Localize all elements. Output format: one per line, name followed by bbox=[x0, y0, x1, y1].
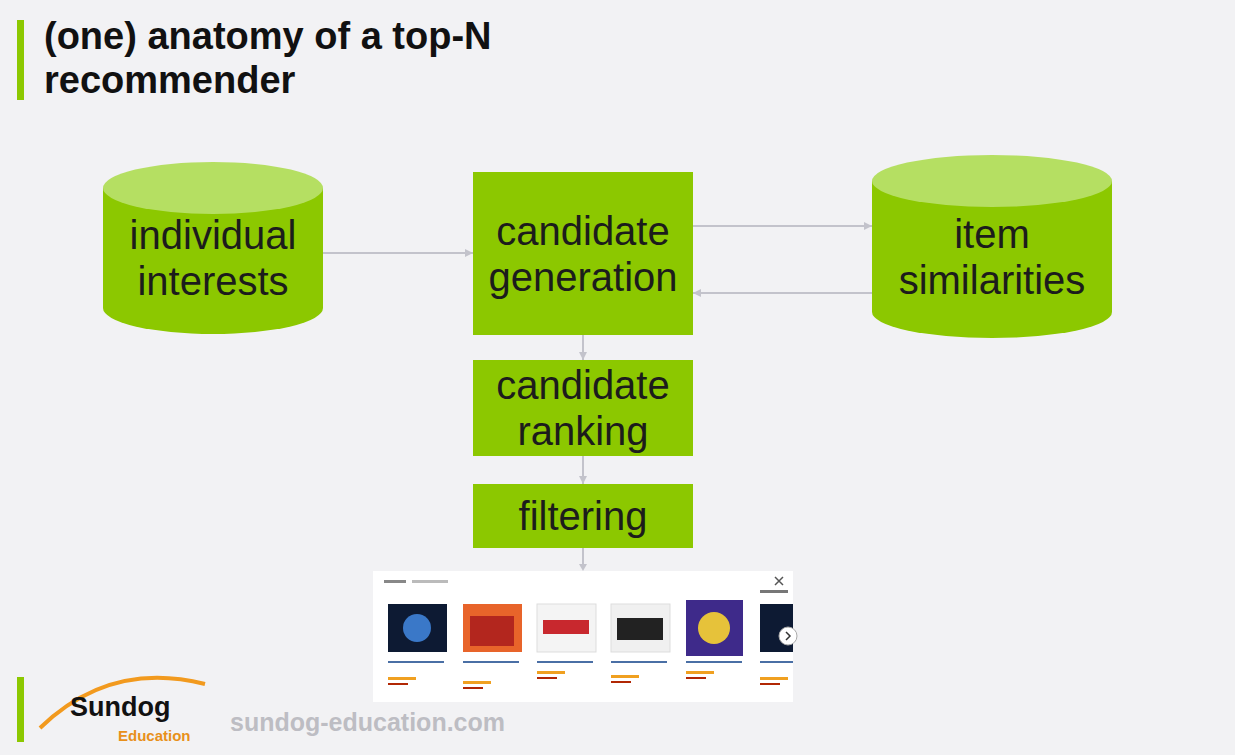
arrow-head bbox=[579, 564, 587, 571]
flow-arrow bbox=[693, 292, 872, 294]
leader-line bbox=[582, 548, 584, 566]
node-label: candidate generation bbox=[483, 208, 683, 300]
node-label: individual interests bbox=[113, 212, 313, 304]
node-label: item similarities bbox=[882, 211, 1102, 303]
flow-arrow bbox=[582, 456, 584, 484]
logo-text: Sundog bbox=[70, 691, 170, 723]
database-cylinder: item similarities bbox=[872, 155, 1112, 338]
flow-arrow bbox=[582, 335, 584, 360]
website-url: sundog-education.com bbox=[230, 707, 505, 737]
screenshot-illustration bbox=[373, 571, 797, 702]
process-box: filtering bbox=[473, 484, 693, 548]
database-cylinder: individual interests bbox=[103, 162, 323, 334]
logo-arc bbox=[40, 678, 205, 728]
process-box: candidate generation bbox=[473, 172, 693, 335]
slide-title: (one) anatomy of a top-N recommender bbox=[44, 14, 514, 102]
accent-bar bbox=[17, 677, 24, 742]
accent-bar bbox=[17, 20, 24, 100]
node-label: filtering bbox=[519, 493, 648, 539]
flow-arrow bbox=[323, 252, 473, 254]
process-box: candidate ranking bbox=[473, 360, 693, 456]
node-label: candidate ranking bbox=[483, 362, 683, 454]
flow-arrow bbox=[693, 225, 872, 227]
logo-subtext: Education bbox=[118, 727, 191, 745]
